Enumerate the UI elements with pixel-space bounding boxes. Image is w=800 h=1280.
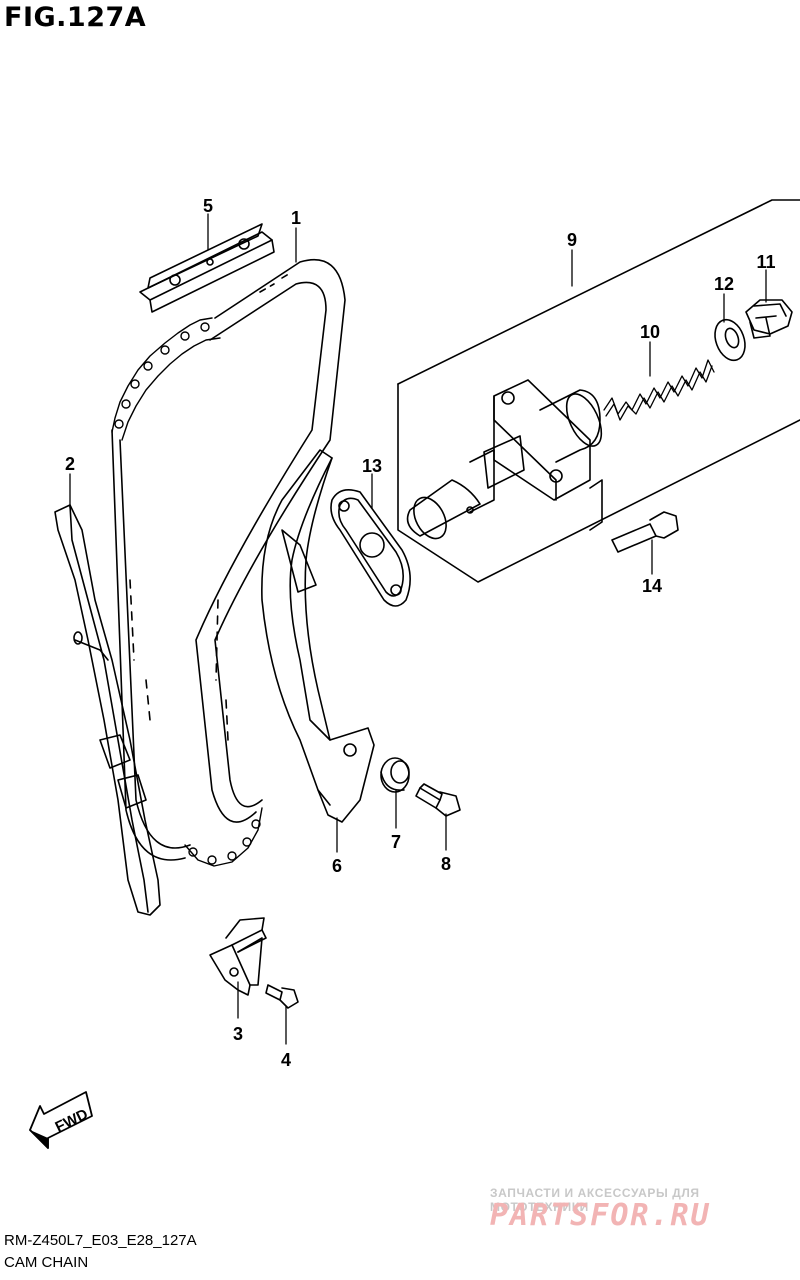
top-chain-guide — [139, 223, 275, 313]
guide-stopper — [209, 917, 267, 996]
callout-7: 7 — [391, 832, 401, 852]
callout-5: 5 — [203, 196, 213, 216]
guide-collar — [380, 757, 410, 793]
callout-numbers: 1 2 3 4 5 6 7 8 9 10 11 12 13 14 — [65, 196, 776, 1070]
callout-14: 14 — [642, 576, 662, 596]
callout-2: 2 — [65, 454, 75, 474]
diagram-subtitle: CAM CHAIN — [4, 1254, 89, 1271]
figure-title: FIG.127A — [4, 2, 147, 33]
callout-3: 3 — [233, 1024, 243, 1044]
tensioner-chain-guide — [261, 449, 375, 823]
fwd-arrow: FWD — [29, 1091, 93, 1149]
watermark-brand: PARTSFOR.RU — [490, 1198, 711, 1233]
stopper-bolt — [265, 984, 299, 1009]
tensioner-assembly — [397, 199, 800, 583]
cam-chain-links-bottom — [184, 807, 263, 867]
fwd-label: FWD — [53, 1106, 91, 1136]
callout-9: 9 — [567, 230, 577, 250]
diagram-code: RM-Z450L7_E03_E28_127A — [4, 1232, 197, 1249]
tensioner-gasket — [330, 489, 411, 607]
watermark-tagline: ЗАПЧАСТИ И АКСЕССУАРЫ ДЛЯ МОТОТЕХНИКИ — [490, 1186, 700, 1214]
guide-bolt — [415, 783, 461, 817]
callout-10: 10 — [640, 322, 660, 342]
cam-chain — [111, 258, 346, 867]
callout-leaders — [69, 213, 767, 1045]
tensioner-cap-bolt — [745, 299, 793, 339]
tensioner-mount-bolt — [611, 511, 679, 553]
callout-11: 11 — [756, 252, 775, 272]
cam-chain-links-top — [111, 317, 221, 441]
callout-4: 4 — [281, 1050, 291, 1070]
front-chain-guide — [54, 504, 161, 916]
callout-1: 1 — [291, 208, 301, 228]
callout-6: 6 — [332, 856, 342, 876]
callout-8: 8 — [441, 854, 451, 874]
sealing-washer — [714, 318, 746, 362]
callout-13: 13 — [362, 456, 382, 476]
callout-12: 12 — [714, 274, 734, 294]
tensioner-spring — [603, 359, 715, 421]
